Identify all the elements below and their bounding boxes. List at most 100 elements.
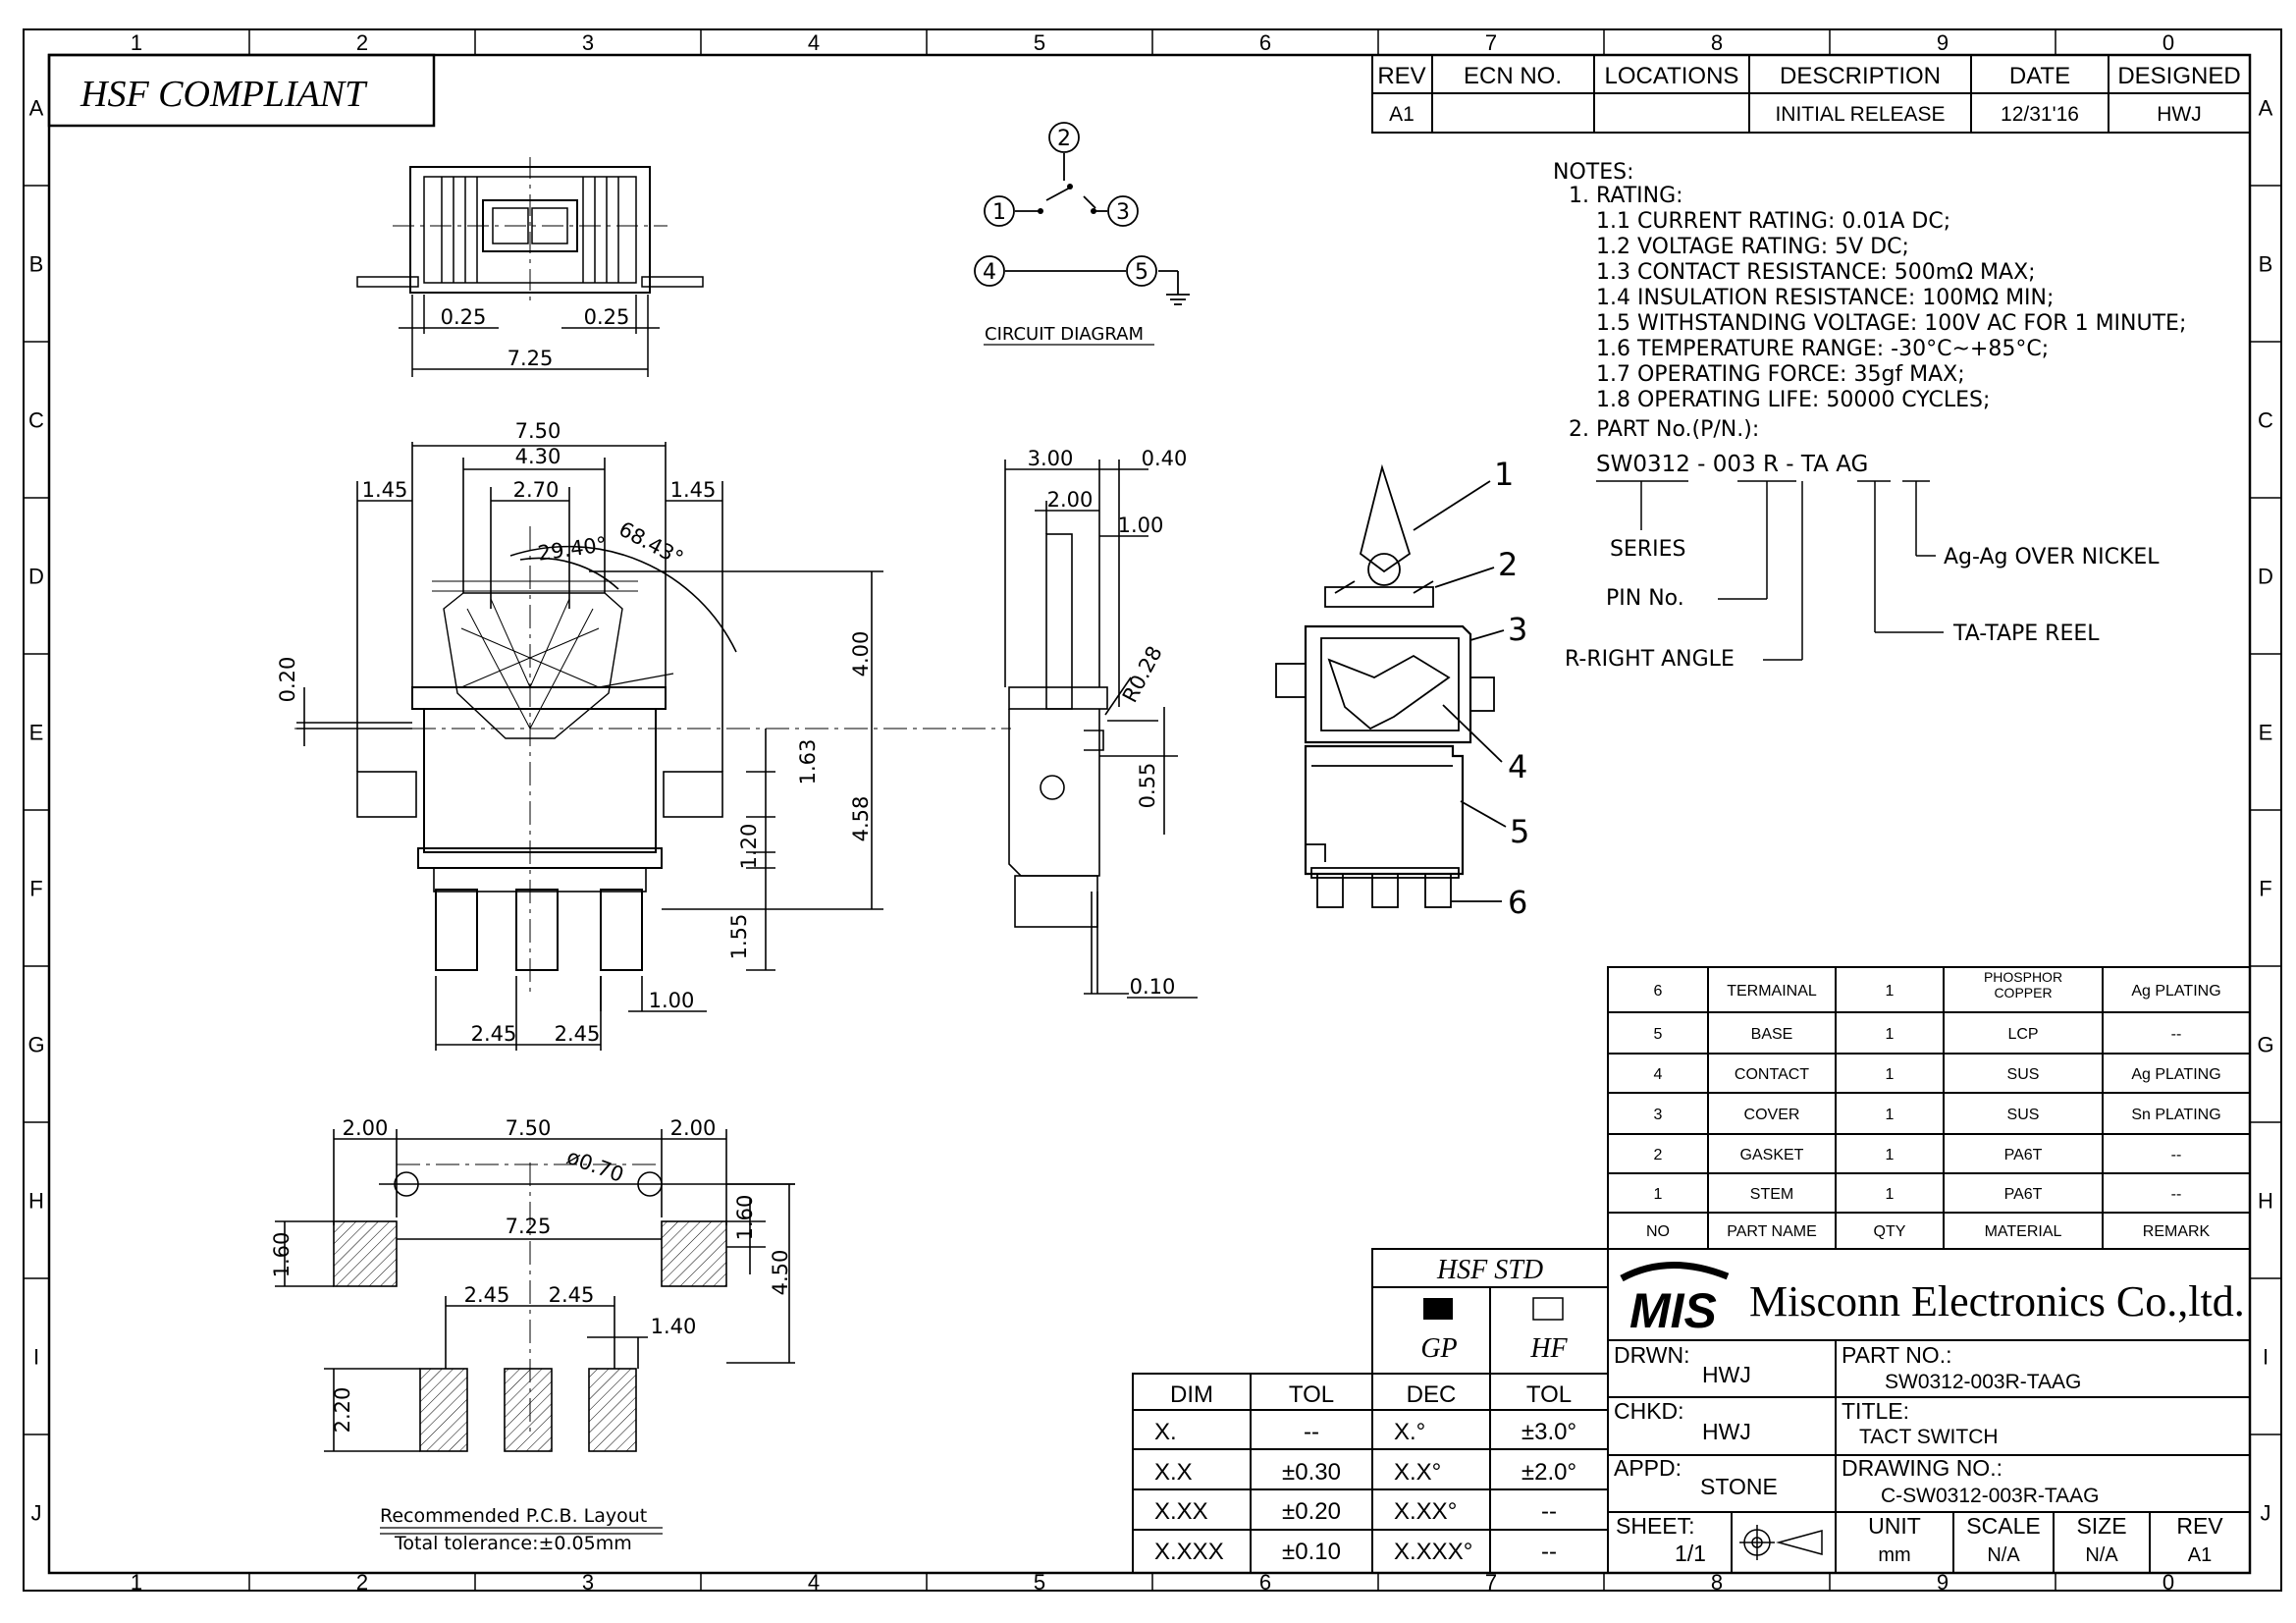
tol-header-dim: DIM: [1170, 1381, 1213, 1408]
bom-remark: Sn PLATING: [2131, 1107, 2220, 1123]
zone-row-right: C: [2258, 408, 2273, 433]
zone-col-bottom: 7: [1485, 1570, 1497, 1595]
dim-side-r028: R0.28: [1118, 642, 1167, 706]
bom-material: SUS: [2007, 1066, 2040, 1083]
dim-side-200: 2.00: [1047, 488, 1094, 512]
zone-col-top: 2: [356, 30, 368, 55]
rev-label-tb: REV: [2176, 1513, 2223, 1539]
tol-dec: X.°: [1394, 1419, 1425, 1445]
note-1-6: 1.6 TEMPERATURE RANGE: -30°C~+85°C;: [1596, 337, 2049, 361]
dim-front-400: 4.00: [849, 631, 873, 677]
dim-pcb-220: 2.20: [331, 1387, 354, 1434]
tol-dec: X.XXX°: [1394, 1539, 1472, 1565]
unit-value: mm: [1878, 1544, 1910, 1566]
zone-col-bottom: 0: [2163, 1570, 2174, 1595]
date-value: 12/31'16: [2001, 103, 2079, 126]
notes-rating-heading: 1. RATING:: [1569, 184, 1683, 208]
drwn-label: DRWN:: [1614, 1342, 1690, 1368]
pn-tape-reel-label: TA-TAPE REEL: [1952, 622, 2100, 646]
bom-qty: 1: [1886, 1107, 1895, 1123]
bom-no: 1: [1654, 1186, 1663, 1203]
circuit-pin-1: 1: [992, 200, 1006, 225]
tol-dec: X.X°: [1394, 1459, 1441, 1486]
zone-col-bottom: 5: [1034, 1570, 1045, 1595]
zone-row-right: H: [2258, 1189, 2273, 1214]
tol-angle-value: --: [1541, 1539, 1557, 1565]
dim-pcb-450: 4.50: [769, 1250, 792, 1296]
zone-row-right: I: [2263, 1345, 2269, 1370]
date-header: DATE: [2009, 63, 2070, 89]
pcb-pad-2: [504, 1368, 553, 1452]
hsf-gp-label: GP: [1420, 1333, 1457, 1364]
callout-3: 3: [1508, 611, 1527, 648]
bom-part-name: GASKET: [1740, 1147, 1804, 1163]
zone-row-right: E: [2259, 721, 2273, 745]
note-1-3: 1.3 CONTACT RESISTANCE: 500mΩ MAX;: [1596, 260, 2036, 285]
circuit-caption: CIRCUIT DIAGRAM: [985, 324, 1144, 345]
callout-4: 4: [1508, 748, 1527, 785]
designed-header: DESIGNED: [2117, 63, 2240, 89]
tol-dim: X.X: [1154, 1459, 1193, 1486]
zone-row-left: G: [27, 1033, 44, 1057]
zone-col-bottom: 1: [131, 1570, 142, 1595]
note-1-4: 1.4 INSULATION RESISTANCE: 100MΩ MIN;: [1596, 286, 2054, 310]
notes-part-heading: 2. PART No.(P/N.):: [1569, 417, 1759, 442]
callout-5: 5: [1510, 813, 1529, 850]
bom-no: 3: [1654, 1107, 1663, 1123]
dim-pcb-160-left: 1.60: [270, 1232, 294, 1278]
circuit-pin-3: 3: [1116, 200, 1130, 225]
zone-col-bottom: 2: [356, 1570, 368, 1595]
tol-dim: X.XX: [1154, 1498, 1208, 1525]
company-name: Misconn Electronics Co.,ltd.: [1749, 1277, 2245, 1325]
pcb-pad-right: [661, 1220, 727, 1287]
zone-col-bottom: 3: [582, 1570, 594, 1595]
exploded-view: [1275, 463, 1507, 908]
dim-front-120: 1.20: [737, 824, 761, 870]
hsf-std-box: HSF STD GP HF: [1371, 1248, 1609, 1375]
zone-row-right: B: [2259, 252, 2273, 277]
notes: NOTES: 1. RATING: 1.1 CURRENT RATING: 0.…: [1553, 160, 2186, 672]
scale-label: SCALE: [1966, 1513, 2040, 1539]
bom-remark: Ag PLATING: [2131, 1066, 2220, 1083]
tol-value: ±0.20: [1282, 1498, 1341, 1525]
mis-logo: MIS: [1620, 1262, 1730, 1338]
description-header: DESCRIPTION: [1780, 63, 1941, 89]
zone-col-top: 3: [582, 30, 594, 55]
revision-block: REV ECN NO. LOCATIONS DESCRIPTION DATE D…: [1371, 54, 2251, 134]
tol-angle-value: --: [1541, 1498, 1557, 1525]
circuit-diagram: 2 1 3 4 5 CIRCUIT DIAGRAM: [974, 122, 1190, 346]
callout-6: 6: [1508, 884, 1527, 921]
dim-front-145-right: 1.45: [670, 478, 717, 502]
pcb-pads: [333, 1220, 727, 1452]
zone-row-right: J: [2261, 1501, 2271, 1526]
dim-pcb-140: 1.40: [651, 1315, 697, 1338]
bom-qty: 1: [1886, 983, 1895, 1000]
bom-no: 5: [1654, 1026, 1663, 1043]
pn-pin-label: PIN No.: [1606, 586, 1684, 611]
dim-side-040: 0.40: [1142, 447, 1188, 470]
dim-side-010: 0.10: [1130, 975, 1176, 999]
zone-col-top: 5: [1034, 30, 1045, 55]
tol-dec: X.XX°: [1394, 1498, 1457, 1525]
pn-right-angle-label: R-RIGHT ANGLE: [1565, 647, 1735, 672]
bom-material: PA6T: [2004, 1186, 2043, 1203]
unit-label: UNIT: [1868, 1513, 1921, 1539]
zone-row-left: J: [31, 1501, 42, 1526]
dim-pcb-hole: ø0.70: [563, 1145, 626, 1187]
bom-qty: 1: [1886, 1066, 1895, 1083]
dim-pcb-160-right: 1.60: [733, 1195, 757, 1241]
zone-col-top: 4: [808, 30, 820, 55]
dim-front-145-left: 1.45: [362, 478, 408, 502]
pcb-caption-title: Recommended P.C.B. Layout: [380, 1505, 647, 1527]
zone-row-left: D: [28, 565, 44, 589]
title-label: TITLE:: [1842, 1398, 1909, 1424]
dim-pcb-200-right: 2.00: [670, 1116, 717, 1140]
dim-front-angle-2940: 29.40°: [536, 532, 608, 566]
tol-value: ±0.10: [1282, 1539, 1341, 1565]
part-number-code: SW0312 - 003 R - TA AG: [1596, 452, 1868, 477]
bom-header-material: MATERIAL: [1985, 1223, 2062, 1240]
